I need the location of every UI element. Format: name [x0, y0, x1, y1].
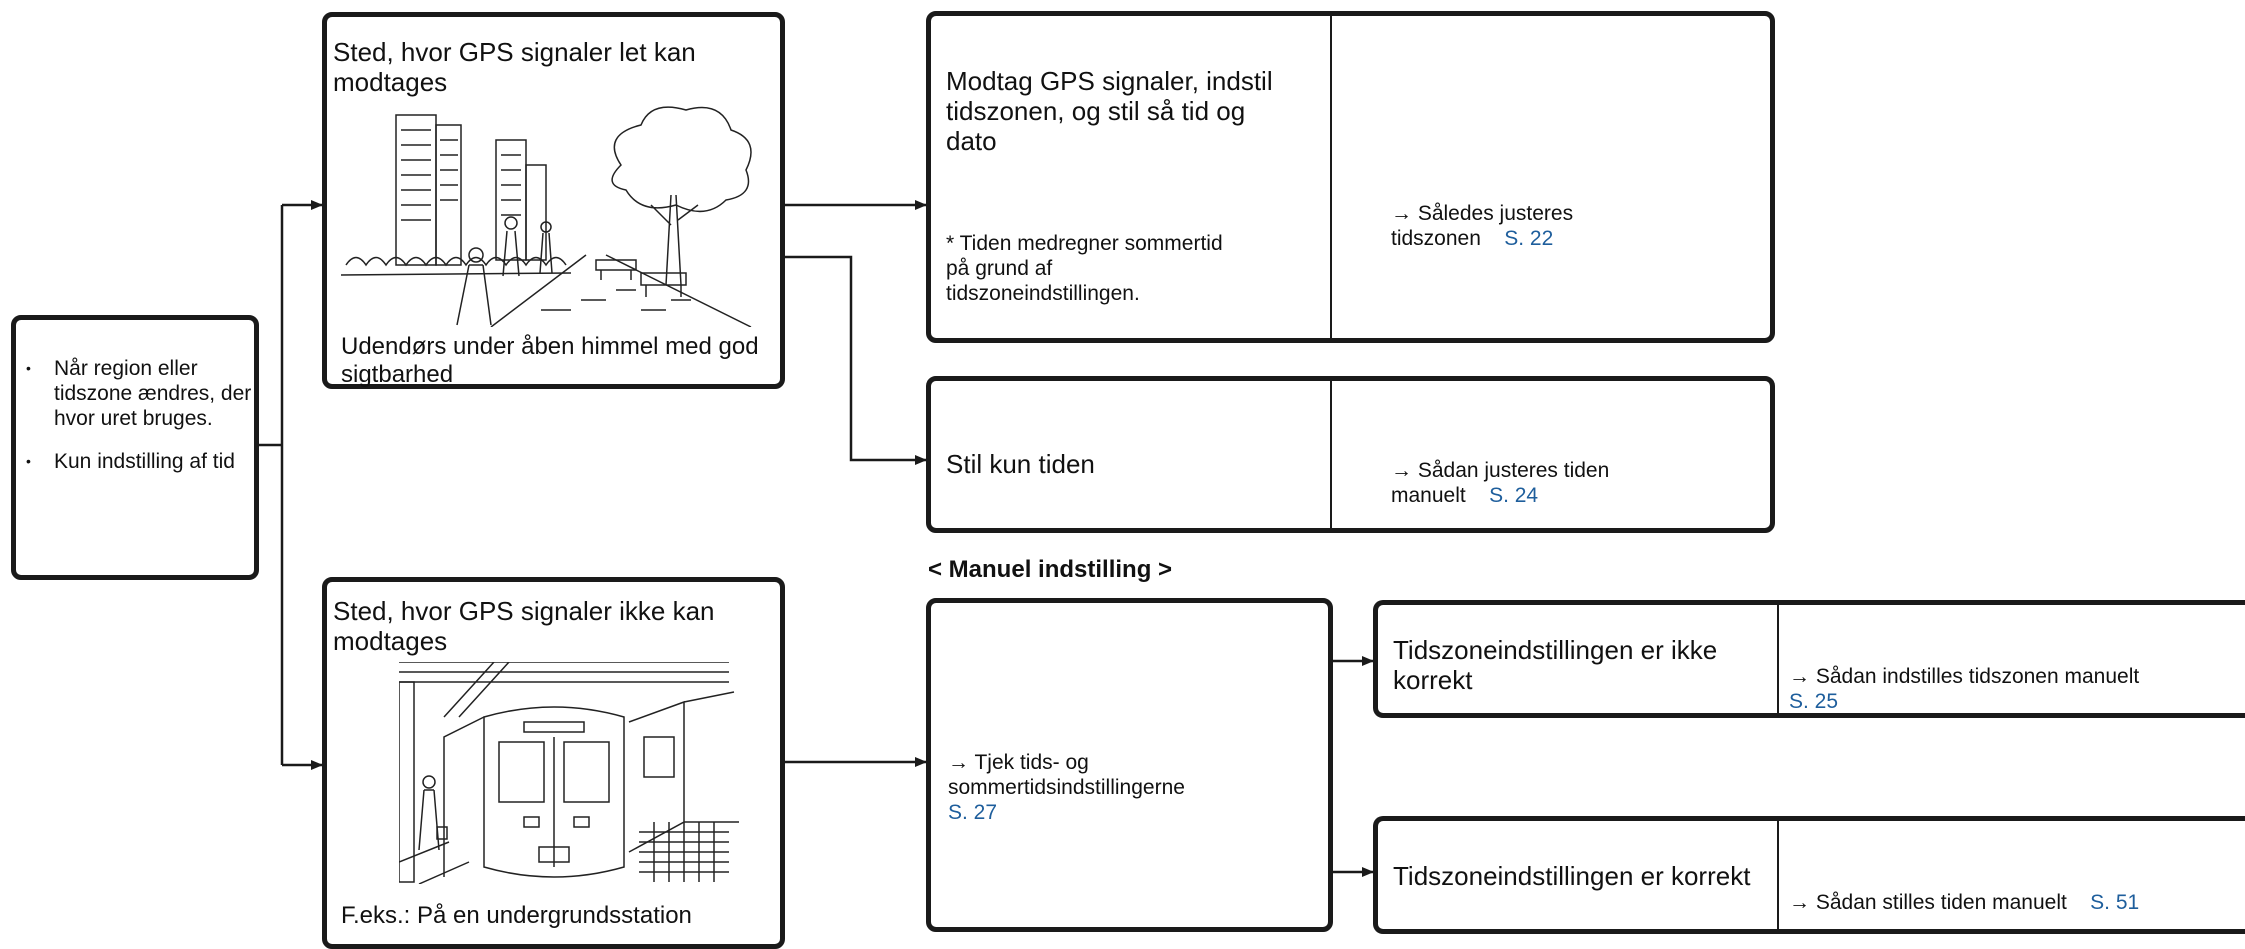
time-only-ref-text: → Sådan justeres tiden manuelt — [1391, 459, 1610, 507]
time-only-divider — [1330, 381, 1332, 528]
tz-wrong-page-link[interactable]: S. 25 — [1789, 690, 1839, 713]
bullet-icon: • — [26, 360, 31, 376]
tz-wrong-box: Tidszoneindstillingen er ikke korrekt → … — [1373, 600, 2245, 718]
gps-no-title: Sted, hvor GPS signaler ikke kan modtage… — [333, 596, 715, 656]
tz-ok-page-link[interactable]: S. 51 — [2090, 891, 2140, 914]
receive-ref-text: → Således justeres tidszonen — [1391, 202, 1574, 250]
manual-setting-heading: < Manuel indstilling > — [928, 556, 1173, 583]
gps-ok-caption: Udendørs under åben himmel med god sigtb… — [341, 333, 759, 388]
tz-ok-main-text: Tidszoneindstillingen er korrekt — [1393, 861, 1751, 891]
time-only-page-link[interactable]: S. 24 — [1489, 484, 1539, 507]
tz-ok-ref-text: → Sådan stilles tiden manuelt — [1789, 891, 2067, 914]
receive-gps-box: Modtag GPS signaler, indstil tidszonen, … — [926, 11, 1775, 343]
subway-station-illustration — [399, 662, 739, 884]
time-only-ref: → Sådan justeres tiden manuelt S. 24 — [1391, 433, 1751, 508]
list-item: •Når region eller tidszone ændres, der h… — [26, 357, 252, 430]
manual-check-text: → Tjek tids- og sommertidsindstillingern… — [948, 751, 1185, 799]
arrow-to-time-only — [785, 255, 927, 465]
time-only-box: Stil kun tiden → Sådan justeres tiden ma… — [926, 376, 1775, 533]
receive-main-text: Modtag GPS signaler, indstil tidszonen, … — [946, 66, 1273, 156]
time-only-main-text: Stil kun tiden — [946, 449, 1095, 479]
gps-ok-box: Sted, hvor GPS signaler let kan modtages — [322, 12, 785, 389]
tz-wrong-ref-text: → Sådan indstilles tidszonen manuelt — [1789, 665, 2140, 688]
start-box: •Når region eller tidszone ændres, der h… — [11, 315, 259, 580]
manual-check-page-link[interactable]: S. 27 — [948, 801, 998, 824]
outdoor-park-illustration — [341, 106, 752, 327]
tz-wrong-main-text: Tidszoneindstillingen er ikke korrekt — [1393, 635, 1718, 695]
tz-ok-ref: → Sådan stilles tiden manuelt S. 51 — [1789, 865, 2239, 915]
tz-ok-box: Tidszoneindstillingen er korrekt → Sådan… — [1373, 816, 2245, 934]
gps-no-caption: F.eks.: På en undergrundsstation — [341, 902, 692, 929]
manual-check-box: → Tjek tids- og sommertidsindstillingern… — [926, 598, 1333, 932]
gps-ok-title: Sted, hvor GPS signaler let kan modtages — [333, 37, 696, 97]
manual-check-ref: → Tjek tids- og sommertidsindstillingern… — [948, 725, 1318, 825]
receive-page-link[interactable]: S. 22 — [1504, 227, 1554, 250]
bullet-icon: • — [26, 453, 31, 469]
receive-note-text: * Tiden medregner sommertid på grund af … — [946, 232, 1223, 305]
gps-no-box: Sted, hvor GPS signaler ikke kan modtage… — [322, 577, 785, 949]
tz-wrong-divider — [1777, 605, 1779, 713]
receive-ref: → Således justeres tidszonen S. 22 — [1391, 176, 1751, 251]
tz-ok-divider — [1777, 821, 1779, 929]
receive-divider — [1330, 16, 1332, 338]
list-item: •Kun indstilling af tid — [26, 450, 235, 473]
start-conditions-list: •Når region eller tidszone ændres, der h… — [24, 356, 254, 492]
